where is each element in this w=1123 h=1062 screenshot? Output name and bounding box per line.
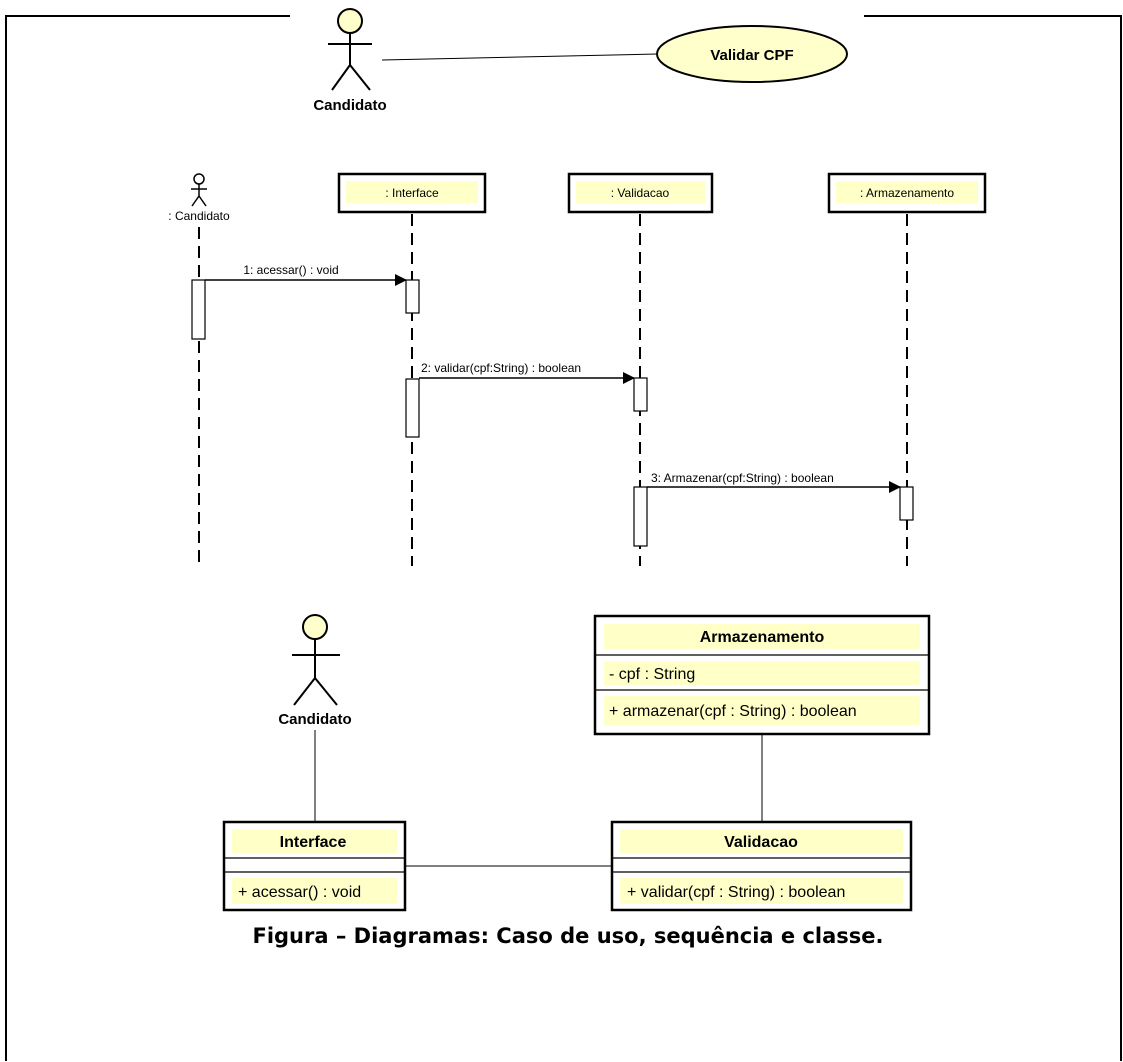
class-actor-figure — [292, 614, 340, 706]
lifeline-interface: : Interface — [337, 172, 487, 214]
message-2-label: 2: validar(cpf:String) : boolean — [421, 361, 581, 375]
sequence-actor-label: : Candidato — [168, 209, 230, 223]
class-armazenamento-attribute: - cpf : String — [609, 666, 695, 683]
class-associations — [314, 730, 763, 867]
activation-bars — [191, 279, 914, 547]
lifeline-armazenamento: : Armazenamento — [827, 172, 987, 214]
message-1: 1: acessar() : void — [205, 263, 407, 286]
class-armazenamento: Armazenamento - cpf : String + armazenar… — [593, 614, 931, 736]
sequence-diagram: : Candidato : Interface : Validacao : Ar… — [168, 172, 987, 566]
class-interface: Interface + acessar() : void — [222, 820, 407, 912]
message-3-label: 3: Armazenar(cpf:String) : boolean — [651, 471, 834, 485]
class-armazenamento-operation: + armazenar(cpf : String) : boolean — [609, 703, 857, 720]
class-interface-operation: + acessar() : void — [238, 884, 361, 901]
class-validacao-name: Validacao — [724, 834, 798, 851]
lifeline-validacao: : Validacao — [567, 172, 714, 214]
association-line — [381, 53, 658, 61]
use-case-label: Validar CPF — [710, 47, 793, 64]
use-case-ellipse — [656, 25, 848, 83]
lifeline-validacao-label: : Validacao — [611, 186, 670, 200]
lifeline-armazenamento-label: : Armazenamento — [860, 186, 954, 200]
lifeline-interface-label: : Interface — [385, 186, 439, 200]
class-interface-name: Interface — [280, 834, 347, 851]
usecase-actor-label: Candidato — [313, 97, 386, 114]
sequence-actor-figure — [191, 173, 207, 207]
class-validacao-operation: + validar(cpf : String) : boolean — [627, 884, 845, 901]
class-actor-label: Candidato — [278, 711, 351, 728]
class-validacao: Validacao + validar(cpf : String) : bool… — [610, 820, 913, 912]
usecase-actor-figure — [328, 8, 372, 91]
message-1-label: 1: acessar() : void — [243, 263, 338, 277]
class-armazenamento-name: Armazenamento — [700, 629, 825, 646]
message-2: 2: validar(cpf:String) : boolean — [419, 361, 635, 384]
use-case-diagram: Candidato Validar CPF — [313, 8, 848, 114]
figure-caption: Figura – Diagramas: Caso de uso, sequênc… — [252, 924, 883, 948]
class-diagram: Candidato Armazenamento - cpf : String +… — [222, 614, 931, 912]
page-frame — [5, 15, 1122, 1061]
message-3: 3: Armazenar(cpf:String) : boolean — [647, 471, 901, 493]
